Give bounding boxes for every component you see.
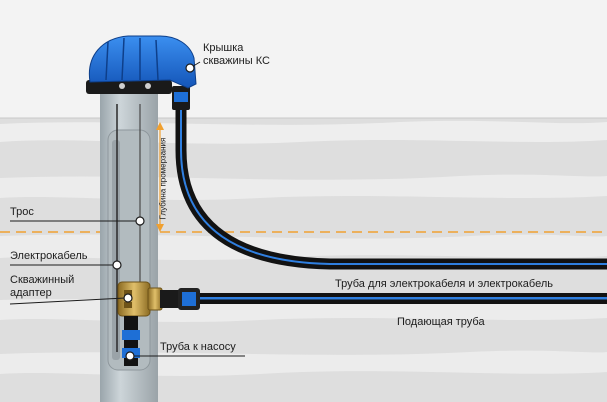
callout-lines [9, 61, 245, 357]
freeze-depth-label: Глубина промерзания [158, 137, 168, 220]
freeze-arrow-icon [156, 122, 164, 232]
sky-area [0, 0, 607, 118]
well-adapter [117, 281, 200, 317]
well-cap-label: Крышка скважины КС [203, 42, 293, 68]
cap-fitting [172, 86, 190, 110]
adapter-label: Скважинный адаптер [10, 274, 100, 300]
feed-pipe-highlight [200, 297, 607, 300]
electric-cable-label: Электрокабель [10, 250, 88, 262]
rope-label: Трос [10, 206, 34, 218]
pump-pipe-label: Труба к насосу [160, 341, 236, 353]
cable-pipe-label: Труба для электрокабеля и электрокабель [335, 278, 554, 290]
well-cap-label-line1: Крышка [203, 42, 244, 54]
casing-inner-shade [112, 140, 120, 360]
feed-pipe-label: Подающая труба [397, 316, 485, 328]
well-cap-label-line2: скважины КС [203, 55, 270, 67]
cable-pipe-highlight [180, 104, 607, 265]
adapter-label-line1: Скважинный [10, 274, 75, 286]
adapter-label-line2: адаптер [10, 287, 52, 299]
well-cap-shape [86, 35, 197, 94]
callout-marker-icons [112, 63, 195, 361]
